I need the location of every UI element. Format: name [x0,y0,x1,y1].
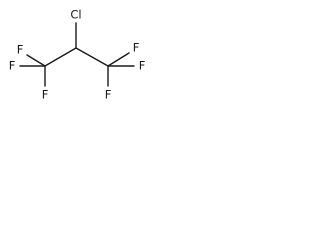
atom-chlorine: Cl [70,8,81,22]
atom-fluorine-right: F [139,59,146,73]
bond-c2-c3 [75,47,109,67]
bond-c1-f-top [26,54,46,67]
molecule-drawing: Cl F F F F F F [9,8,146,102]
bond-c1-c2 [44,47,77,67]
atom-fluorine-left-bottom: F [42,88,49,102]
structural-formula: Cl F F F F F F [0,0,154,118]
bond-c3-f-top [107,52,130,67]
atom-fluorine-left: F [9,59,16,73]
atom-fluorine-right-top: F [133,41,140,55]
atom-fluorine-left-top: F [17,43,24,57]
atom-fluorine-right-bottom: F [105,88,112,102]
